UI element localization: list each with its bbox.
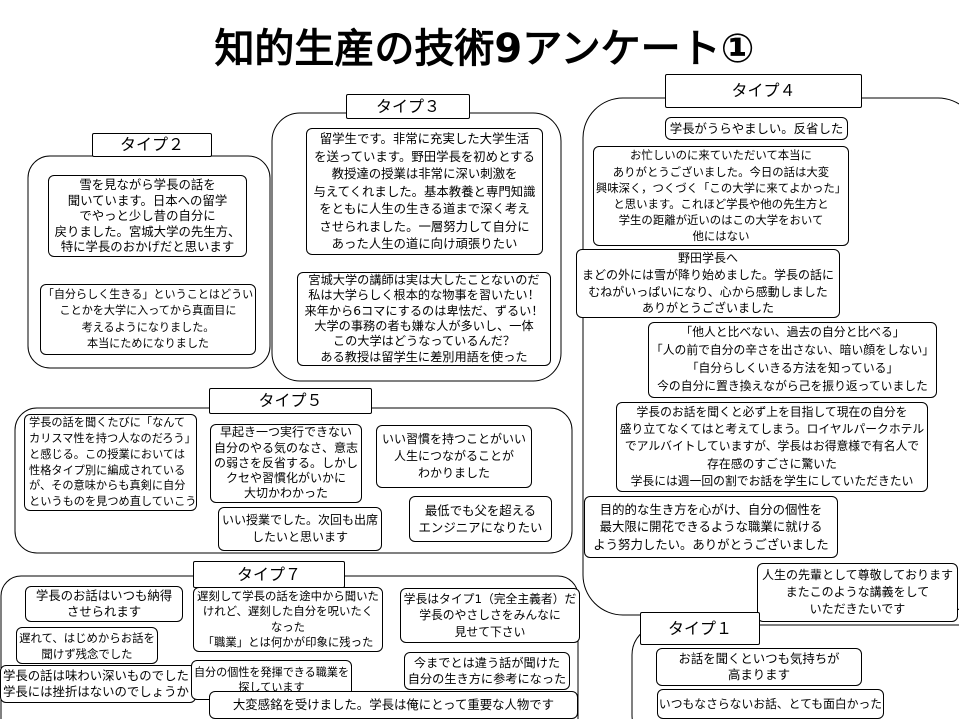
type-label-type4: タイプ４ [665,74,862,108]
comment-card: 目的的な生き方を心がけ、自分の個性を 最大限に開花できるような職業に就ける よう… [584,496,838,558]
comment-card: 学長の話は味わい深いものでした 学長には挫折はないのでしょうか [0,665,196,703]
comment-card: 今までとは違う話が聞けた 自分の生き方に参考になった [404,652,570,690]
comment-card: 遅れて、はじめからお話を 聞けず残念でした [16,627,158,664]
page-title: 知的生産の技術9アンケート① [214,26,755,72]
comment-card: 大変感銘を受けました。学長は俺にとって重要な人物です [209,691,578,719]
comment-card: 「他人と比べない、過去の自分と比べる」 「人の前で自分の辛さを出さない、暗い顔を… [648,322,937,398]
comment-card: いい習慣を持つことがいい 人生につながることが わかりました [376,425,532,488]
type-label-type5: タイプ５ [209,388,372,414]
comment-card: 人生の先輩として尊敬しております またこのような講義をして いただきたいです [757,563,958,622]
comment-card: 宮城大学の講師は実は大したことないのだ 私は大学らしく根本的な物事を習いたい！ … [297,272,551,366]
comment-card: 雪を見ながら学長の話を 聞いています。日本への留学 でやっと少し昔の自分に 戻り… [48,175,247,257]
comment-card: 学長の話を聞くたびに「なんて カリスマ性を持つ人なのだろう」 と感じる。この授業… [24,414,197,511]
comment-card: 早起き一つ実行できない 自分のやる気のなさ、意志 の弱さを反省する。しかし クセ… [210,424,362,503]
comment-card: いい授業でした。次回も出席 したいと思います [218,507,382,551]
comment-card: いつもなさらないお話、とても面白かった [657,689,884,719]
comment-card: 遅刻して学長の話を途中から聞いた けれど、遅刻した自分を呪いたく なった 「職業… [193,587,383,652]
comment-card: 学長のお話を聞くと必ず上を目指して現在の自分を 盛り立てなくてはと考えてしまう。… [616,402,928,492]
comment-card: 最低でも父を超える エンジニアになりたい [409,496,552,542]
comment-card: 学長はタイプ1（完全主義者）だ 学長のやさしさをみんなに 見せて下さい [400,588,580,643]
comment-card: 野田学長へ まどの外には雪が降り始めました。学長の話に むねがいっぱいになり、心… [576,249,840,318]
type-label-type2: タイプ２ [92,133,212,157]
type-label-type3: タイプ３ [346,94,470,119]
group-outline-type1 [631,624,959,719]
comment-card: お話を聞くといつも気持ちが 高まります [656,648,862,686]
comment-card: 「自分らしく生きる」ということはどうい ことかを大学に入ってから真面目に 考える… [40,284,256,355]
comment-card: 学長がうらやましい。反省した [665,117,848,140]
comment-card: 学長のお話はいつも納得 させられます [25,586,183,622]
comment-card: お忙しいのに来ていただいて本当に ありがとうございました。今日の話は大変 興味深… [593,146,849,246]
comment-card: 留学生です。非常に充実した大学生活 を送っています。野田学長を初めとする 教授達… [306,128,543,255]
type-label-type1: タイプ１ [640,612,760,645]
type-label-type7: タイプ７ [193,561,345,588]
